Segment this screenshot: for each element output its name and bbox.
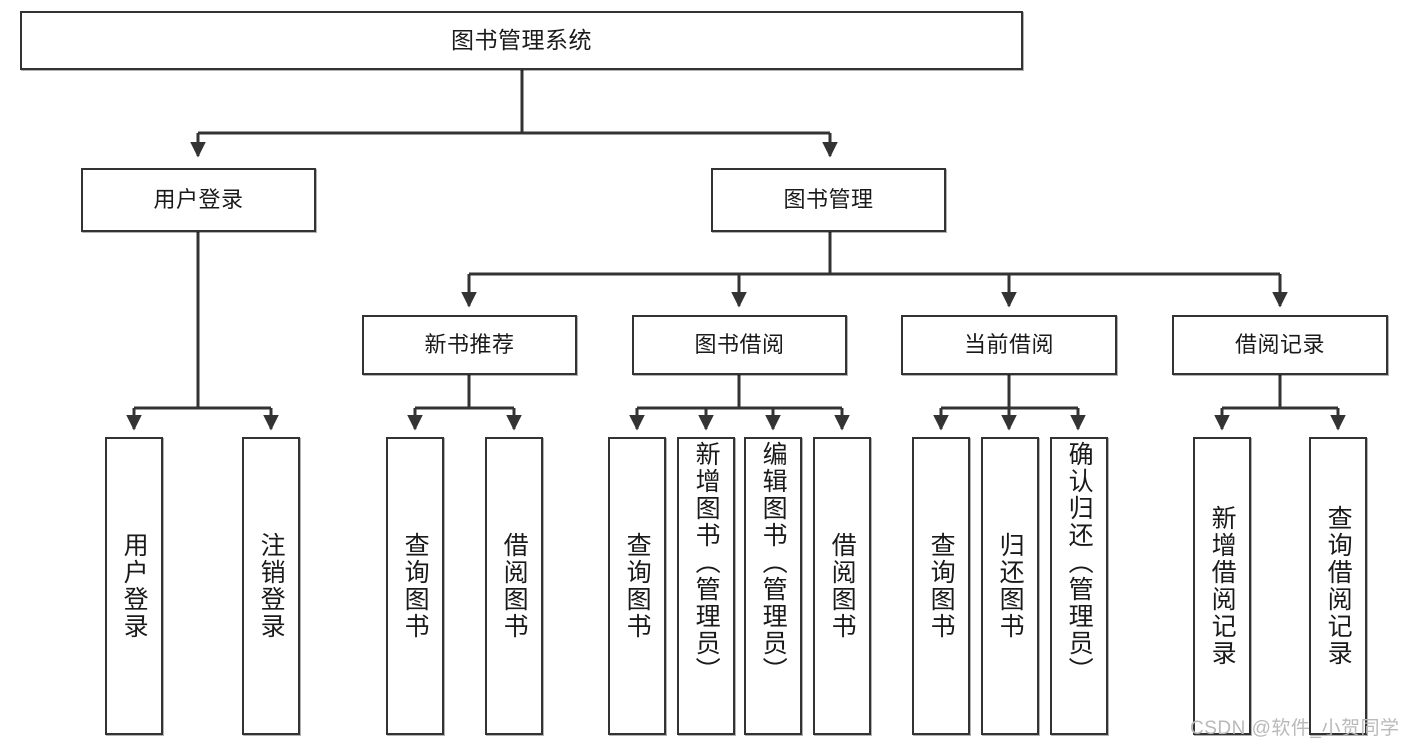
node-label: 新书推荐 [424,331,515,357]
node-root-system[interactable]: 图书管理系统 [20,11,1023,70]
node-label: 借阅记录 [1234,331,1325,357]
leaf-query-book-borrow[interactable]: 查询图书 [608,437,666,735]
node-label: 查询图书 [401,532,430,640]
node-label: 借阅图书 [500,532,529,640]
node-label: 借阅图书 [828,532,857,640]
node-label: 新增图书（管理员） [692,441,721,684]
leaf-query-book-current[interactable]: 查询图书 [912,437,970,735]
node-new-book-recommend[interactable]: 新书推荐 [362,315,577,375]
node-label: 归还图书 [996,532,1025,640]
leaf-confirm-return[interactable]: 确认归还（管理员） [1050,437,1108,735]
node-current-borrow[interactable]: 当前借阅 [901,315,1117,375]
leaf-add-borrow-record[interactable]: 新增借阅记录 [1193,437,1251,735]
leaf-edit-book[interactable]: 编辑图书（管理员） [744,437,802,735]
leaf-borrow-book-borrow[interactable]: 借阅图书 [813,437,871,735]
node-book-management[interactable]: 图书管理 [711,168,946,232]
node-label: 查询图书 [623,532,652,640]
node-label: 用户登录 [153,186,244,212]
node-label: 查询借阅记录 [1324,505,1353,667]
node-label: 当前借阅 [963,331,1054,357]
node-label: 图书管理系统 [451,26,592,53]
node-label: 图书管理 [783,186,874,212]
node-label: 图书借阅 [694,331,785,357]
node-label: 用户登录 [120,532,149,640]
csdn-watermark: CSDN @软件_小贺同学 [1190,718,1400,739]
node-label: 查询图书 [927,532,956,640]
node-label: 新增借阅记录 [1208,505,1237,667]
node-book-borrow[interactable]: 图书借阅 [632,315,847,375]
node-label: 确认归还（管理员） [1065,441,1094,684]
node-borrow-record[interactable]: 借阅记录 [1172,315,1388,375]
leaf-query-borrow-record[interactable]: 查询借阅记录 [1309,437,1367,735]
node-user-login[interactable]: 用户登录 [81,168,316,232]
leaf-borrow-book-recommend[interactable]: 借阅图书 [485,437,543,735]
leaf-query-book-recommend[interactable]: 查询图书 [386,437,444,735]
leaf-logout-login[interactable]: 注销登录 [242,437,300,735]
leaf-add-book[interactable]: 新增图书（管理员） [677,437,735,735]
node-label: 编辑图书（管理员） [759,441,788,684]
leaf-user-login[interactable]: 用户登录 [105,437,163,735]
node-label: 注销登录 [257,532,286,640]
leaf-return-book[interactable]: 归还图书 [981,437,1039,735]
